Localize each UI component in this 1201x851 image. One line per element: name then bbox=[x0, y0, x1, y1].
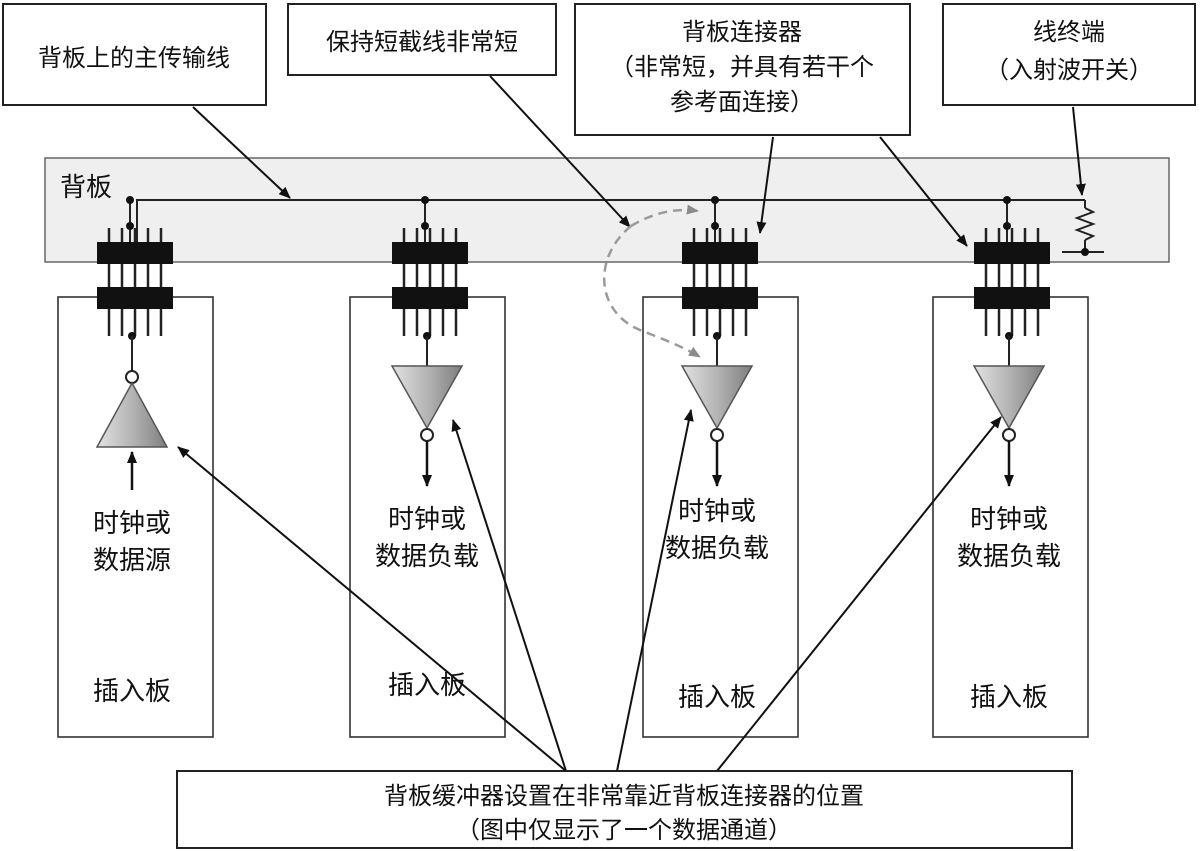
arrow-connector-2 bbox=[879, 136, 968, 247]
board-label: 插入板 bbox=[678, 683, 756, 713]
junction-dot bbox=[1003, 196, 1011, 204]
callout-main-line: 背板上的主传输线 bbox=[2, 3, 267, 106]
arrow-stub bbox=[489, 75, 631, 228]
buffer-bubble bbox=[1002, 428, 1016, 442]
junction-dot bbox=[126, 196, 134, 204]
board-label: 插入板 bbox=[970, 683, 1048, 713]
board-function-line-2: 数据负载 bbox=[957, 542, 1061, 572]
callout-stub-text: 保持短截线非常短 bbox=[326, 28, 518, 56]
junction-dot bbox=[711, 222, 719, 230]
board-label: 插入板 bbox=[388, 671, 466, 701]
stub-path-dashed bbox=[602, 204, 701, 359]
arrow-buffer-1 bbox=[177, 446, 567, 772]
backplane-connector bbox=[974, 228, 1050, 336]
board-function-line-2: 数据负载 bbox=[375, 542, 479, 572]
callout-termination-line-2: （入射波开关） bbox=[985, 56, 1153, 84]
callout-main-line-text: 背板上的主传输线 bbox=[38, 44, 230, 72]
source-buffer bbox=[95, 381, 169, 448]
load-buffer bbox=[972, 365, 1046, 430]
arrow-buffer-4 bbox=[716, 416, 1002, 772]
board-function-line-1: 时钟或 bbox=[970, 505, 1048, 535]
load-buffer bbox=[680, 365, 754, 430]
callout-termination-line-1: 线终端 bbox=[1033, 18, 1105, 46]
callout-connector-line-3: 参考面连接） bbox=[670, 88, 814, 116]
pointer-arrows bbox=[177, 75, 1086, 772]
arrow-termination bbox=[1072, 106, 1086, 196]
load-buffer bbox=[390, 365, 464, 430]
junction-dot bbox=[421, 222, 429, 230]
board-label: 插入板 bbox=[93, 677, 171, 707]
callout-buffer: 背板缓冲器设置在非常靠近背板连接器的位置 （图中仅显示了一个数据通道） bbox=[176, 770, 1073, 849]
buffer-bubble bbox=[125, 370, 139, 384]
arrow-main-line bbox=[192, 106, 291, 199]
arrow-buffer-2 bbox=[451, 419, 567, 772]
junction-dot bbox=[421, 196, 429, 204]
board-function-line-1: 时钟或 bbox=[678, 497, 756, 527]
callout-stub: 保持短截线非常短 bbox=[287, 3, 557, 76]
backplane-connector bbox=[682, 228, 758, 336]
callout-termination: 线终端 （入射波开关） bbox=[942, 3, 1196, 106]
callout-connector-line-1: 背板连接器 bbox=[682, 18, 802, 46]
arrow-connector-1 bbox=[756, 136, 774, 234]
main-transmission-line bbox=[136, 199, 1085, 243]
callout-connector-line-2: （非常短，并具有若干个 bbox=[610, 53, 874, 81]
callout-connector: 背板连接器 （非常短，并具有若干个 参考面连接） bbox=[574, 3, 911, 136]
board-function-line-2: 数据负载 bbox=[665, 534, 769, 564]
arrow-buffer-3 bbox=[616, 409, 694, 772]
board-function-line-1: 时钟或 bbox=[93, 509, 171, 539]
callout-buffer-line-1: 背板缓冲器设置在非常靠近背板连接器的位置 bbox=[384, 782, 864, 810]
board-function-line-1: 时钟或 bbox=[388, 505, 466, 535]
backplane-label: 背板 bbox=[60, 173, 112, 203]
buffer-bubble bbox=[420, 428, 434, 442]
termination-ground-dot bbox=[1081, 248, 1089, 256]
board-function-line-2: 数据源 bbox=[93, 546, 171, 576]
junction-dot bbox=[1003, 222, 1011, 230]
callout-buffer-line-2: （图中仅显示了一个数据通道） bbox=[456, 816, 792, 844]
backplane-connector bbox=[97, 228, 173, 336]
junction-dot bbox=[711, 196, 719, 204]
buffer-bubble bbox=[710, 428, 724, 442]
board-outline bbox=[57, 296, 214, 738]
junction-dot bbox=[126, 222, 134, 230]
backplane-connector bbox=[392, 228, 468, 336]
